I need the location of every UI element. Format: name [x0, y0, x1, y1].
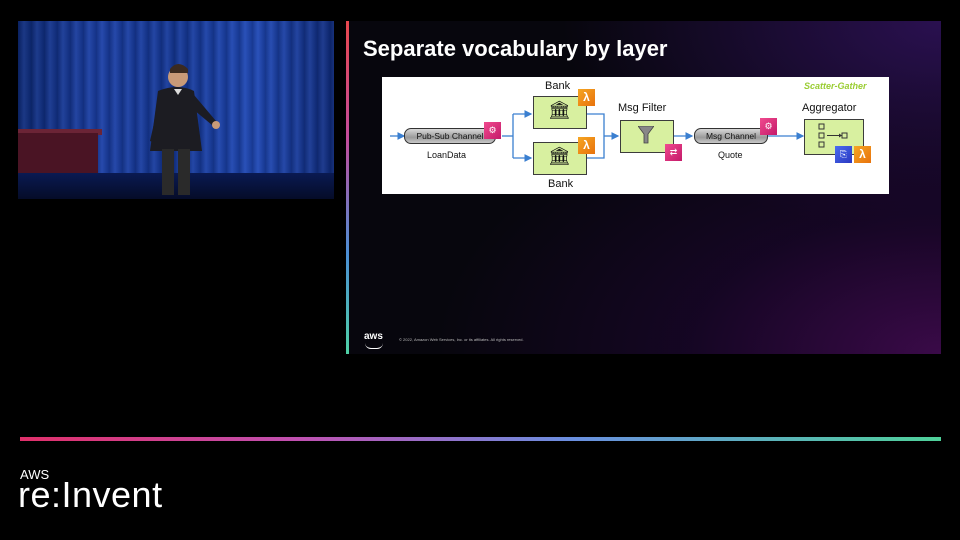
podium-top — [18, 129, 102, 135]
aws-smile-icon — [365, 343, 383, 349]
aggregator-label: Aggregator — [802, 102, 857, 114]
bank-icon: 🏛 — [548, 100, 571, 120]
reinvent-logo: re:Invent — [18, 474, 163, 515]
flow-arrows — [390, 110, 805, 162]
slide-title: Separate vocabulary by layer — [363, 36, 668, 61]
lambda-icon: λ — [854, 146, 871, 163]
pubsub-channel: Pub-Sub Channel — [404, 128, 496, 144]
speaker-figure — [150, 64, 220, 195]
aggregator-icon — [818, 123, 848, 148]
bank-top-label: Bank — [545, 80, 571, 92]
speaker-video — [18, 21, 334, 199]
lambda-icon: λ — [578, 137, 595, 154]
msg-channel-name: Quote — [718, 150, 743, 160]
lambda-icon: λ — [578, 89, 595, 106]
stage-floor — [18, 173, 334, 199]
brand-aws: AWS — [20, 467, 50, 482]
slide-accent-bar — [346, 21, 349, 354]
step-functions-icon: ⇄ — [665, 144, 682, 161]
step-functions-icon: ⎘ — [835, 146, 852, 163]
copyright-notice: © 2022, Amazon Web Services, Inc. or its… — [399, 337, 524, 342]
msg-channel: Msg Channel — [694, 128, 768, 144]
pubsub-name: LoanData — [427, 150, 467, 160]
scatter-gather-label: Scatter-Gather — [804, 81, 867, 91]
filter-icon — [638, 126, 654, 144]
presentation-slide: Separate vocabulary by layer Scatter-Gat… — [346, 21, 941, 354]
eventbridge-icon: ⚙ — [484, 122, 501, 139]
bank-bottom-label: Bank — [548, 178, 574, 190]
gradient-divider — [20, 437, 941, 441]
bank-icon: 🏛 — [548, 146, 571, 166]
bank-top-box — [533, 96, 587, 129]
msg-filter-label: Msg Filter — [618, 102, 667, 114]
aws-logo: aws — [364, 331, 383, 342]
eventbridge-icon: ⚙ — [760, 118, 777, 135]
architecture-diagram: Scatter-Gather Pub-Sub Channel ⚙ LoanDat… — [382, 77, 889, 194]
